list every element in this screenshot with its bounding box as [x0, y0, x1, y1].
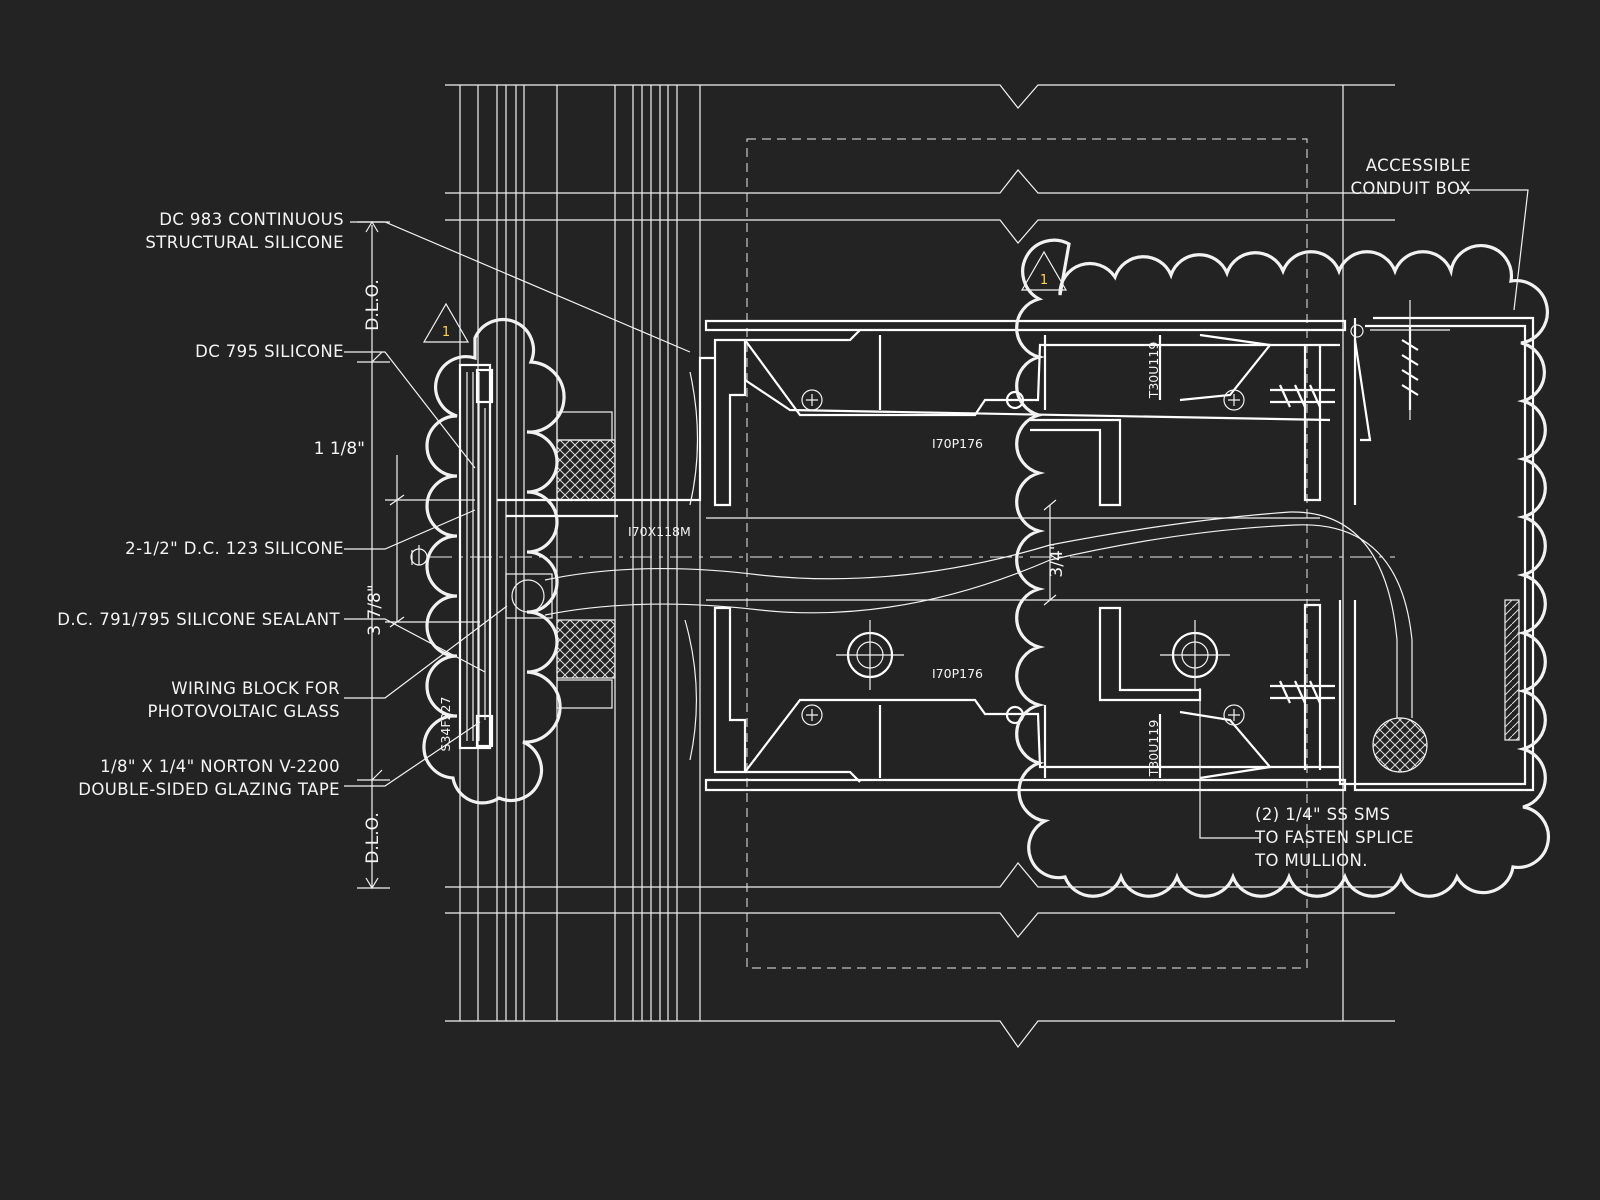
callout-dc791: D.C. 791/795 SILICONE SEALANT — [57, 610, 340, 629]
dim-dlo-top: D.L.O. — [363, 279, 383, 330]
svg-text:TO MULLION.: TO MULLION. — [1254, 851, 1368, 870]
dim-dlo-bottom: D.L.O. — [363, 812, 383, 863]
svg-text:ACCESSIBLE: ACCESSIBLE — [1366, 156, 1471, 175]
callout-dc795: DC 795 SILICONE — [195, 342, 344, 361]
revision-cloud-left — [422, 317, 566, 805]
dim-1-1-8: 1 1/8" — [314, 439, 365, 459]
callout-fasten-splice: (2) 1/4" SS SMS TO FASTEN SPLICE TO MULL… — [1254, 805, 1414, 870]
revision-tag-right: 1 — [1020, 250, 1068, 291]
revision-cloud-right — [1015, 238, 1550, 898]
callout-dc123: 2-1/2" D.C. 123 SILICONE — [125, 539, 344, 558]
svg-text:(2) 1/4" SS SMS: (2) 1/4" SS SMS — [1255, 805, 1390, 824]
part-mullion-top: I70P176 — [932, 436, 983, 451]
centerline-symbol — [410, 545, 428, 566]
callout-structural-silicone: DC 983 CONTINUOUS STRUCTURAL SILICONE — [145, 210, 344, 252]
svg-text:1/8" X 1/4" NORTON V-2200: 1/8" X 1/4" NORTON V-2200 — [100, 757, 340, 776]
svg-text:1: 1 — [1040, 273, 1048, 288]
mullion-profile-top — [704, 319, 1347, 507]
svg-text:STRUCTURAL SILICONE: STRUCTURAL SILICONE — [145, 233, 344, 252]
dim-3-4: 3/4" — [1047, 542, 1067, 577]
glazing-assembly — [458, 356, 715, 761]
svg-text:WIRING BLOCK FOR: WIRING BLOCK FOR — [171, 679, 340, 698]
part-cover: I70X118M — [628, 524, 691, 539]
svg-text:CONDUIT BOX: CONDUIT BOX — [1351, 179, 1472, 198]
callout-wiring-block: WIRING BLOCK FOR PHOTOVOLTAIC GLASS — [147, 679, 340, 721]
svg-text:TO FASTEN SPLICE: TO FASTEN SPLICE — [1254, 828, 1414, 847]
svg-text:PHOTOVOLTAIC GLASS: PHOTOVOLTAIC GLASS — [147, 702, 340, 721]
revision-tag-left: 1 — [422, 302, 470, 343]
dim-3-7-8: 3 7/8" — [365, 584, 385, 635]
part-mullion-bottom: I70P176 — [932, 666, 983, 681]
part-setting-block: S34F227 — [438, 697, 453, 752]
svg-text:DOUBLE-SIDED GLAZING TAPE: DOUBLE-SIDED GLAZING TAPE — [78, 780, 340, 799]
mullion-profile-bottom — [704, 603, 1347, 792]
svg-text:1: 1 — [442, 325, 450, 340]
igu-plan-lines — [445, 84, 1395, 1049]
splice-lines — [706, 517, 1320, 601]
part-splice-bottom: T30U119 — [1146, 720, 1161, 778]
callout-conduit-box: ACCESSIBLE CONDUIT BOX — [1351, 156, 1472, 198]
conduit-box — [544, 300, 1535, 792]
part-splice-top: T30U119 — [1146, 342, 1161, 400]
callout-glazing-tape: 1/8" X 1/4" NORTON V-2200 DOUBLE-SIDED G… — [78, 757, 340, 799]
svg-text:DC 983 CONTINUOUS: DC 983 CONTINUOUS — [159, 210, 344, 229]
leader-lines — [344, 189, 1529, 839]
